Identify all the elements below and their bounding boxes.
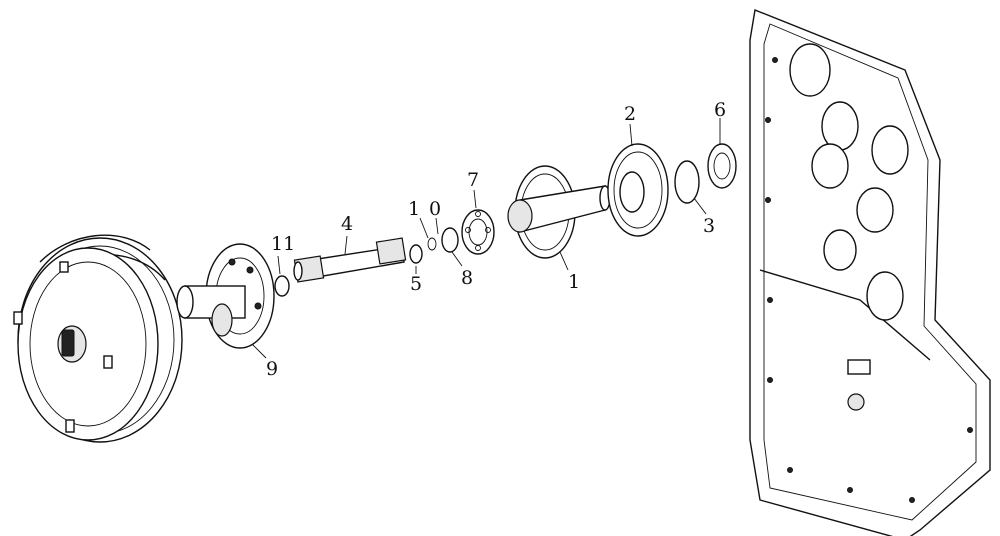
snap-ring-11 [274,275,290,297]
callout-1b: 1 [568,271,580,293]
ring-8 [441,227,459,253]
ring-0 [427,237,437,251]
cluster-gear-1 [507,165,611,259]
callout-7: 7 [467,169,479,191]
callout-1a: 1 [408,198,420,220]
callout-11: 11 [271,233,295,255]
callout-8: 8 [461,267,473,289]
bearing-6 [707,143,737,189]
transmission-housing [749,9,991,536]
callout-3: 3 [703,215,715,237]
callout-2: 2 [624,103,636,125]
callout-6: 6 [714,99,726,121]
callout-9: 9 [266,358,278,380]
pump-housing [176,243,275,349]
callout-labels: 11 4 5 1 0 8 7 1 2 3 6 9 [266,99,726,380]
callout-4: 4 [341,213,353,235]
bearing-7 [461,209,495,255]
torque-converter [13,234,183,443]
leader-lines [251,118,721,359]
input-shaft [293,237,407,283]
ring-5 [409,244,423,264]
callout-5: 5 [410,273,422,295]
gear-2 [607,143,669,237]
callout-0: 0 [429,198,441,220]
snap-ring-3 [674,160,700,204]
